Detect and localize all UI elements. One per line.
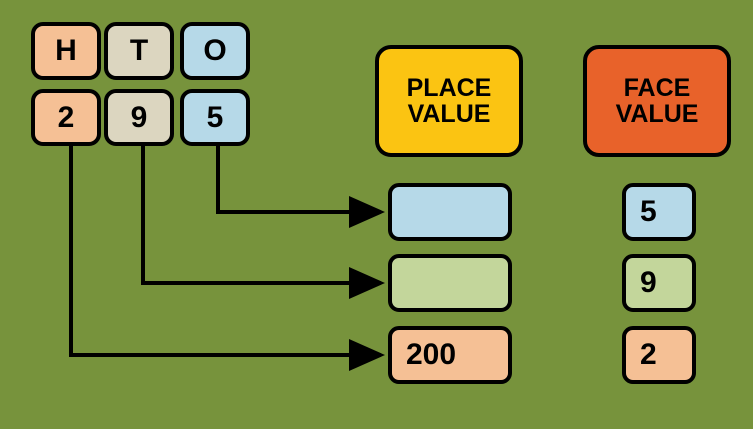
face-value-header: FACE VALUE <box>583 45 731 157</box>
digit-cell-hundreds-label: 2 <box>57 100 75 134</box>
place-value-box-1 <box>388 183 512 241</box>
face-value-header-line1: FACE <box>623 73 691 102</box>
face-value-box-2-value: 9 <box>640 266 657 300</box>
place-chart-header-ones-label: O <box>203 34 227 68</box>
place-value-box-3-value: 200 <box>406 338 457 372</box>
digit-cell-tens-label: 9 <box>130 100 148 134</box>
digit-cell-tens: 9 <box>104 89 174 146</box>
face-value-box-1-value: 5 <box>640 195 657 229</box>
place-chart-header-hundreds: H <box>31 22 101 80</box>
place-value-box-2 <box>388 254 512 312</box>
place-chart-header-hundreds-label: H <box>55 34 77 68</box>
face-value-box-2: 9 <box>622 254 696 312</box>
place-value-header: PLACE VALUE <box>375 45 523 157</box>
place-chart-header-ones: O <box>180 22 250 80</box>
connector-ones <box>216 146 385 228</box>
connector-hundreds <box>69 146 385 371</box>
digit-cell-ones-label: 5 <box>206 100 224 134</box>
place-value-box-3: 200 <box>388 326 512 384</box>
face-value-box-3: 2 <box>622 326 696 384</box>
place-value-header-line2: VALUE <box>407 100 491 128</box>
place-chart-header-tens: T <box>104 22 174 80</box>
face-value-box-3-value: 2 <box>640 338 657 372</box>
face-value-header-line2: VALUE <box>615 100 699 128</box>
connector-tens <box>141 146 385 299</box>
digit-cell-hundreds: 2 <box>31 89 101 146</box>
face-value-box-1: 5 <box>622 183 696 241</box>
digit-cell-ones: 5 <box>180 89 250 146</box>
place-chart-header-tens-label: T <box>129 34 149 68</box>
place-value-header-line1: PLACE <box>406 73 492 102</box>
